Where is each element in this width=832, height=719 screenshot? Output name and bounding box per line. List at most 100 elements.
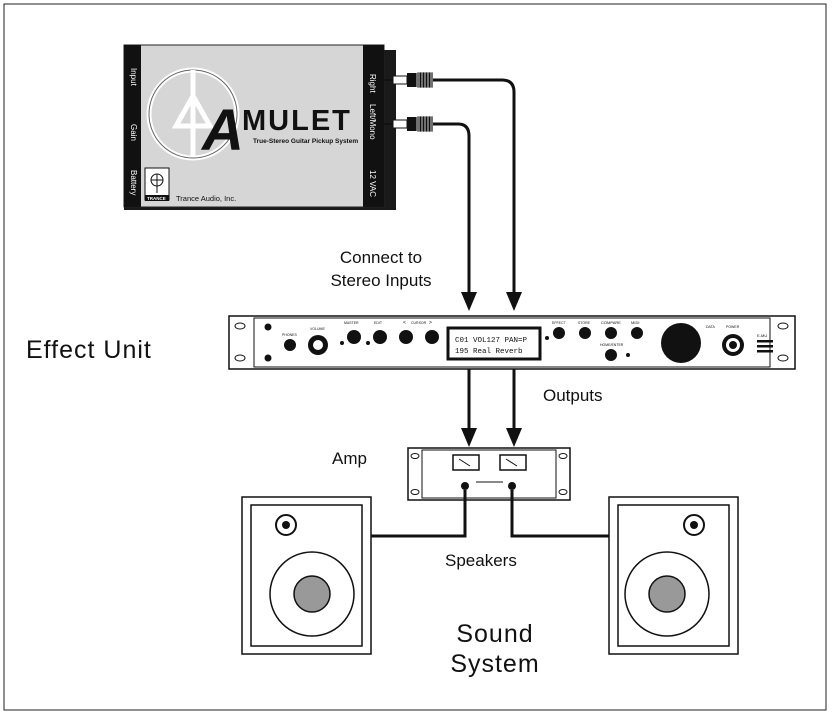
right-jack-body [407, 73, 417, 87]
amp-inner-panel [421, 449, 557, 499]
cursor-label: CURSOR [411, 321, 427, 325]
pickup-right-jack-label: Right [368, 74, 377, 93]
amulet-logo-initial: A [200, 98, 244, 163]
cursor-left-knob-icon [399, 330, 413, 344]
pickup-battery-label: Battery [129, 170, 138, 195]
volume-label: VOLUME [310, 327, 325, 331]
arrowhead-right-input [506, 292, 522, 311]
lcd-line-2: 195 Real Reverb [455, 348, 523, 356]
brand-bar-2 [757, 345, 773, 348]
pickup-company: Trance Audio, Inc. [176, 194, 236, 203]
cable-amp-to-left-speaker [371, 490, 467, 538]
home-enter-button-icon [605, 349, 617, 361]
data-wheel-icon [661, 323, 701, 363]
sound-system-label: Sound System [420, 619, 570, 679]
left-mono-jack-plug [384, 115, 434, 133]
amp-label: Amp [332, 449, 367, 468]
amp-left-output-jack [461, 482, 469, 490]
amp-ear-hole-bl [410, 489, 420, 495]
pickup-left-strip [124, 45, 141, 207]
diagram-frame [3, 3, 827, 711]
amp-right-meter-needle [505, 458, 518, 467]
amp-left-meter-needle [458, 458, 471, 467]
master-label: MASTER [344, 321, 359, 325]
right-speaker-woofer-cone [648, 575, 686, 613]
amulet-logo-triangle [171, 90, 215, 129]
pickup-12vac-label: 12 VAC [368, 170, 377, 197]
amulet-subtitle: True-Stereo Guitar Pickup System [253, 138, 358, 145]
amp-right-output-jack [508, 482, 516, 490]
phones-label: PHONES [282, 333, 297, 337]
amulet-logo-text: MULET [242, 105, 352, 137]
cursor-right-knob-icon [425, 330, 439, 344]
store-button-icon [579, 327, 591, 339]
rack-ear-hole-br [777, 354, 789, 362]
amp-left-meter [452, 454, 480, 471]
effect-unit-rack: PHONES VOLUME MASTER EDIT < CURSOR > C01… [228, 315, 796, 370]
power-label: POWER [726, 325, 740, 329]
edit-label: EDIT [374, 321, 383, 325]
effect-unit-label: Effect Unit [26, 336, 152, 364]
master-led [340, 341, 344, 345]
pickup-left-mono-jack-label: Left/Mono [368, 104, 377, 140]
speakers-label: Speakers [445, 551, 517, 570]
cable-left-to-effect [433, 122, 471, 300]
amp-right-meter [499, 454, 527, 471]
rack-ear-hole-bl [234, 354, 246, 362]
rack-screw-bottom [264, 354, 272, 362]
pickup-input-label: Input [129, 68, 138, 87]
amp-ear-hole-tl [410, 453, 420, 459]
edit-led [366, 341, 370, 345]
trance-badge-bar [145, 195, 169, 201]
cable-amp-to-right-speaker [510, 490, 609, 538]
amp-ear-hole-br [558, 489, 568, 495]
lcd-line-1: C01 VOL127 PAN=P [455, 337, 528, 345]
phones-jack-icon [284, 339, 296, 351]
arrowhead-right-output [506, 428, 522, 447]
data-wheel-label: DATA [706, 325, 715, 329]
rack-ear-hole-tl [234, 322, 246, 330]
right-jack-sleeve [392, 75, 408, 85]
left-jack-grip [416, 115, 434, 133]
brand-bar-1 [757, 340, 773, 343]
brand-label: E-MU [757, 333, 767, 338]
left-jack-body [407, 117, 417, 131]
store-button-label: STORE [578, 321, 591, 325]
lcd-display [446, 326, 542, 361]
midi-led [626, 353, 630, 357]
right-speaker-tweeter-dome [690, 521, 698, 529]
cable-right-to-effect [433, 78, 516, 300]
arrowhead-left-input [461, 292, 477, 311]
left-jack-sleeve [392, 119, 408, 129]
compare-button-icon [605, 327, 617, 339]
midi-button-icon [631, 327, 643, 339]
arrowhead-left-output [461, 428, 477, 447]
rack-screw-top [264, 323, 272, 331]
connect-label-line-1: Connect to [339, 248, 423, 267]
amp-ear-hole-tr [558, 453, 568, 459]
cursor-right-label: > [429, 320, 432, 326]
right-speaker [608, 496, 739, 655]
right-jack-plug [384, 71, 434, 89]
midi-button-label: MIDI [631, 320, 639, 325]
rack-ear-hole-tr [777, 322, 789, 330]
effect-led [545, 336, 549, 340]
amulet-pickup-device: Input Gain Battery Right Left/Mono 12 VA… [123, 44, 396, 210]
pickup-right-strip [363, 45, 384, 207]
brand-bar-3 [757, 350, 773, 353]
sound-system-line-2: System [450, 650, 540, 678]
amp-device [407, 447, 571, 501]
connect-label-line-2: Stereo Inputs [330, 271, 432, 290]
left-speaker-tweeter-dome [282, 521, 290, 529]
pickup-gain-label: Gain [129, 124, 138, 141]
effect-button-icon [553, 327, 565, 339]
right-jack-grip [416, 71, 434, 89]
home-enter-label: HOME/ENTER [600, 343, 624, 347]
effect-button-label: EFFECT [552, 321, 566, 325]
edit-knob-icon [373, 330, 387, 344]
left-speaker [241, 496, 372, 655]
outputs-label: Outputs [543, 386, 603, 405]
power-switch-icon [729, 341, 737, 349]
